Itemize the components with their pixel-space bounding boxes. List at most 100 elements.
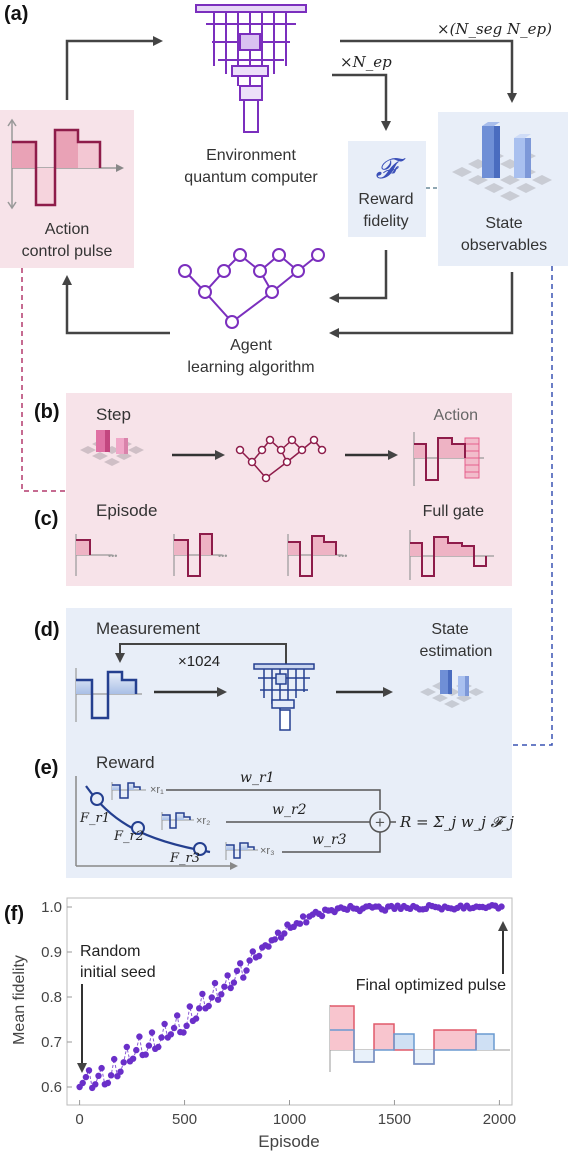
data-point [265, 943, 272, 950]
reward-title: Reward [96, 753, 155, 772]
data-point [243, 967, 250, 974]
x-tick-label: 500 [172, 1111, 197, 1128]
data-point [129, 1055, 137, 1062]
data-point [111, 1055, 118, 1063]
step-agent-icon [235, 435, 327, 483]
x-tick-label: 1000 [273, 1111, 306, 1128]
data-point [208, 994, 215, 1001]
data-point [240, 974, 247, 981]
data-point [183, 1022, 190, 1029]
data-point [123, 1043, 130, 1051]
sum-node-plus: + [375, 813, 385, 832]
environment-label-line1: Environment [206, 147, 296, 164]
y-axis-ticks: 0.60.70.80.91.0 [41, 899, 72, 1096]
y-tick-label: 0.8 [41, 989, 62, 1006]
state-label-line2: observables [461, 237, 547, 254]
mini-pulse-2 [161, 812, 194, 830]
reward-point-1 [90, 792, 104, 806]
data-point [98, 1064, 105, 1072]
data-point [104, 1079, 112, 1087]
final-pulse-label: Final optimized pulse [356, 977, 506, 994]
measurement-title: Measurement [96, 619, 200, 638]
mini-multiplier-2: ×r₂ [196, 815, 210, 827]
action-label-line2: control pulse [22, 243, 113, 260]
state-bar-chart-icon [452, 122, 552, 201]
data-point [271, 936, 278, 943]
episode-pulse-1 [75, 534, 112, 576]
data-point [114, 1073, 121, 1080]
reward-axes [75, 776, 238, 870]
data-point [79, 1079, 86, 1087]
weight-label-2: w_r2 [272, 802, 307, 818]
data-point [158, 1034, 165, 1041]
reward-point-2 [131, 821, 145, 835]
y-tick-label: 1.0 [41, 899, 62, 916]
data-point [180, 1029, 187, 1036]
data-point [142, 1051, 149, 1058]
data-point [170, 1024, 178, 1032]
reward-fidelity-box [348, 141, 426, 237]
sum-node [369, 811, 391, 833]
data-point [299, 913, 307, 920]
data-point [237, 960, 244, 967]
data-point [145, 1042, 153, 1049]
data-point [155, 1043, 162, 1051]
reward-label-line2: fidelity [363, 213, 408, 230]
data-point [303, 919, 310, 926]
data-point [199, 990, 206, 998]
data-point [218, 991, 225, 998]
data-point [498, 903, 505, 910]
y-axis-label: Mean fidelity [11, 955, 28, 1045]
state-estimation-line2: estimation [420, 643, 493, 660]
panel-label-d: (d) [34, 619, 60, 641]
step-action-pulse-icon [413, 432, 484, 486]
fidelity-series [76, 902, 505, 1092]
panel-label-c: (c) [34, 508, 58, 530]
dashed-link-state-measure [512, 266, 553, 746]
data-point [92, 1081, 99, 1088]
step-action-label: Action [434, 407, 478, 424]
measurement-feedback-arrow [115, 643, 287, 664]
loop-arrows [62, 36, 517, 338]
agent-label-line2: learning algorithm [187, 359, 314, 376]
measurement-pulse-icon [75, 668, 142, 722]
full-gate-label: Full gate [423, 503, 484, 520]
action-label-line1: Action [45, 221, 89, 238]
data-point [214, 996, 222, 1003]
series-connector [79, 904, 502, 1090]
dashed-link-action-step [21, 268, 66, 492]
curve-label-2: F_r2 [113, 829, 144, 844]
measurement-count: ×1024 [178, 653, 220, 670]
episode-pulse-2 [173, 533, 222, 577]
data-point [117, 1068, 124, 1075]
data-point [192, 1015, 200, 1022]
data-point [85, 1067, 93, 1074]
state-label-line1: State [485, 215, 522, 232]
data-point [136, 1033, 143, 1040]
loop-label-nep: ×N_ep [340, 53, 392, 71]
data-point [274, 929, 282, 936]
step-state-icon [80, 430, 144, 466]
step-title: Step [96, 405, 131, 424]
panel-label-e: (e) [34, 757, 58, 779]
x-tick-label: 2000 [483, 1111, 516, 1128]
episode-title: Episode [96, 501, 157, 520]
data-point [233, 967, 241, 975]
full-gate-pulse [409, 530, 494, 580]
data-point [133, 1046, 140, 1054]
data-point [211, 979, 219, 987]
y-tick-label: 0.6 [41, 1079, 62, 1096]
data-point [249, 948, 256, 955]
reward-label-line1: Reward [358, 191, 413, 208]
data-point [246, 957, 253, 964]
x-axis-label: Episode [258, 1132, 319, 1151]
reward-point-3 [193, 842, 207, 856]
weight-label-3: w_r3 [312, 832, 347, 848]
mini-pulse-1 [111, 782, 146, 800]
data-point [82, 1073, 90, 1081]
agent-label-line1: Agent [230, 337, 272, 354]
episode-dots-1: ••• [108, 551, 117, 561]
x-tick-label: 0 [75, 1111, 83, 1128]
data-point [120, 1059, 127, 1066]
episode-dots-2: ••• [218, 551, 227, 561]
